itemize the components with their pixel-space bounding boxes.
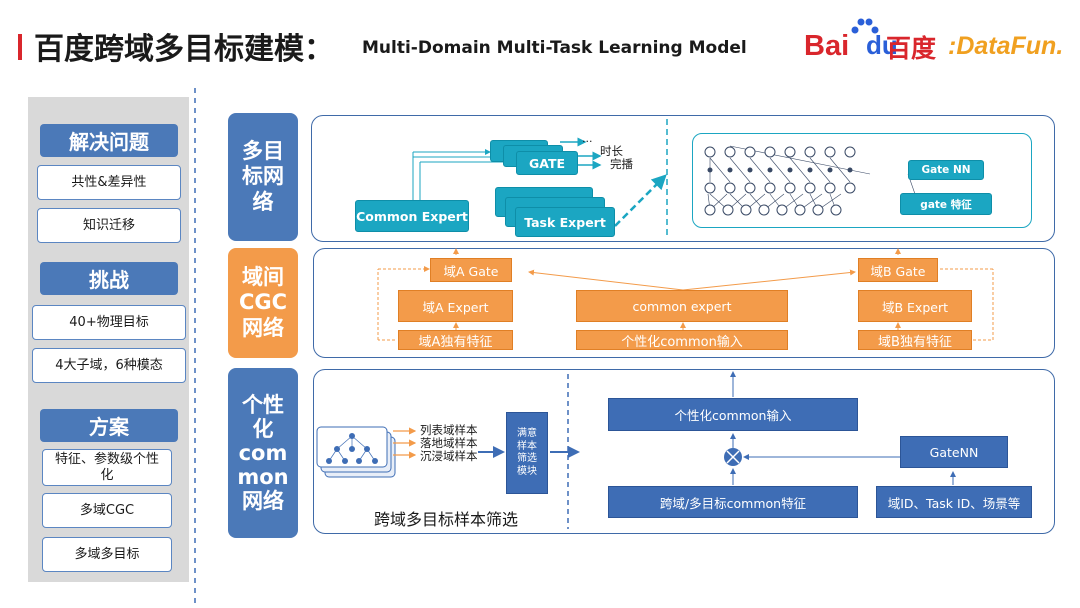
domain-b-gate: 域B Gate bbox=[858, 258, 938, 282]
cgc-section-tag: 域间 CGC 网络 bbox=[228, 248, 298, 358]
baidu-logo-bai: Bai bbox=[804, 30, 850, 62]
gate-feature-box: gate 特征 bbox=[900, 193, 992, 215]
baidu-logo-du: du bbox=[866, 30, 898, 60]
domain-b-expert: 域B Expert bbox=[858, 290, 972, 322]
mtl-connectors bbox=[412, 119, 668, 239]
gate-nn-box: Gate NN bbox=[908, 160, 984, 180]
cgc-connectors bbox=[377, 248, 994, 341]
sample-landing-domain: 落地域样本 bbox=[420, 436, 478, 450]
pcn-section-tag: 个性 化 com mon 网络 bbox=[228, 368, 298, 538]
paw-icon bbox=[850, 16, 880, 38]
vertical-divider bbox=[194, 88, 196, 606]
challenge-heading: 挑战 bbox=[40, 262, 178, 295]
sample-filter-module: 满意 样本 筛选 模块 bbox=[506, 412, 548, 494]
pcn-connectors bbox=[316, 371, 956, 529]
sample-filter-caption: 跨域多目标样本筛选 bbox=[374, 510, 519, 529]
datafun-logo: :DataFun. bbox=[948, 32, 1064, 60]
problem-heading: 解决问题 bbox=[40, 124, 178, 157]
gate-output-dots: ... bbox=[582, 132, 593, 145]
gatenn-box: GateNN bbox=[900, 436, 1008, 468]
baidu-logo-cn: 百度 bbox=[886, 34, 937, 63]
title-accent-bar bbox=[18, 34, 22, 60]
challenge-item-domains: 4大子域，6种模态 bbox=[32, 348, 186, 383]
solution-item-personalize: 特征、参数级个性化 bbox=[42, 449, 172, 486]
page-title: 百度跨域多目标建模： bbox=[34, 32, 334, 67]
gate-box: GATE bbox=[516, 151, 578, 175]
cross-domain-feature: 跨域/多目标common特征 bbox=[608, 486, 858, 518]
solution-item-cgc: 多域CGC bbox=[42, 493, 172, 528]
domain-a-gate: 域A Gate bbox=[430, 258, 512, 282]
solution-item-mtl: 多域多目标 bbox=[42, 537, 172, 572]
domain-a-expert: 域A Expert bbox=[398, 290, 513, 322]
mtl-section-tag: 多目 标网 络 bbox=[228, 113, 298, 241]
network-diagram bbox=[704, 145, 916, 216]
task-expert-box: Task Expert bbox=[515, 207, 615, 237]
common-expert: common expert bbox=[576, 290, 788, 322]
output-completion: 完播 bbox=[610, 157, 633, 171]
domain-id-feature: 域ID、Task ID、场景等 bbox=[876, 486, 1032, 518]
output-duration: 时长 bbox=[600, 144, 623, 158]
sample-immersive-domain: 沉浸域样本 bbox=[420, 449, 478, 463]
page-subtitle: Multi-Domain Multi-Task Learning Model bbox=[362, 38, 747, 58]
common-expert-box: Common Expert bbox=[355, 200, 469, 232]
domain-a-feature: 域A独有特征 bbox=[398, 330, 513, 350]
domain-b-feature: 域B独有特征 bbox=[858, 330, 972, 350]
common-input-pcn: 个性化common输入 bbox=[608, 398, 858, 431]
challenge-item-targets: 40+物理目标 bbox=[32, 305, 186, 340]
sample-list-domain: 列表域样本 bbox=[420, 423, 478, 437]
solution-heading: 方案 bbox=[40, 409, 178, 442]
problem-item-commonality: 共性&差异性 bbox=[37, 165, 181, 200]
common-input-cgc: 个性化common输入 bbox=[576, 330, 788, 350]
problem-item-transfer: 知识迁移 bbox=[37, 208, 181, 243]
